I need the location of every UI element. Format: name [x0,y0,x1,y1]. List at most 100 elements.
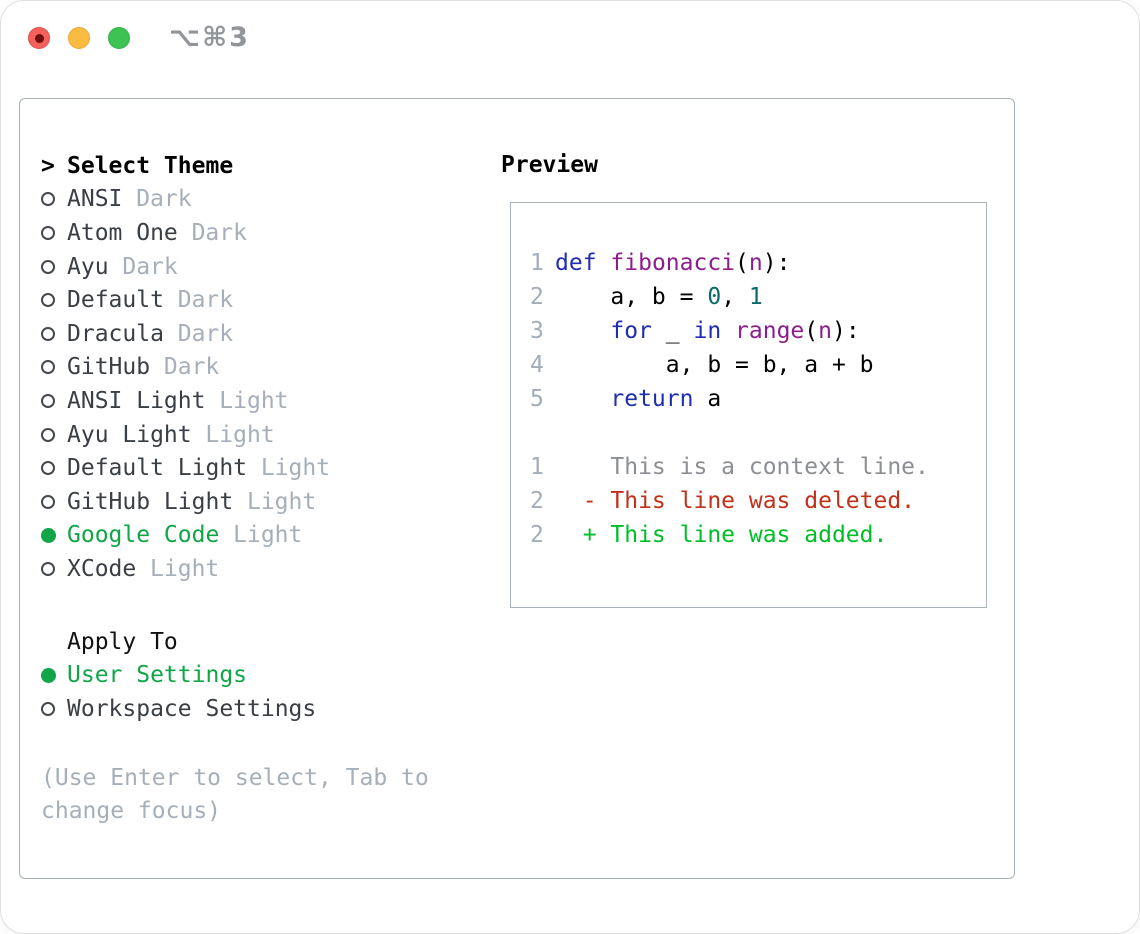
radio-gutter [41,561,67,576]
theme-variant: Light [205,421,275,448]
diff-line: 1 This is a context line. [530,450,986,484]
theme-variant: Dark [163,354,220,381]
maximize-button[interactable] [108,27,130,49]
radio-gutter [41,225,67,240]
diff-line: 2 + This line was added. [530,518,986,552]
radio-gutter [41,527,67,543]
code-text: a, b = b, a + b [555,352,874,378]
apply-to-option[interactable]: User Settings [41,658,481,692]
line-number: 1 [530,454,544,480]
diff-sample: 1 This is a context line.2 - This line w… [530,450,986,552]
radio-circle-icon [41,494,55,509]
line-number: 2 [530,284,544,310]
radio-circle-icon [41,360,55,375]
theme-name: Ayu [67,253,109,280]
select-theme-heading: > Select Theme [41,149,481,183]
theme-option[interactable]: Default Dark [41,283,481,317]
code-line: 1 def fibonacci(n): [530,246,986,280]
theme-name: Dracula [67,320,164,347]
radio-circle-icon [41,293,55,308]
radio-circle-icon [41,393,55,408]
radio-circle-icon [41,427,55,442]
apply-option-name: User Settings [67,662,248,689]
diff-line: 2 - This line was deleted. [530,484,986,518]
cursor-caret: > [41,152,55,179]
theme-variant: Light [233,522,303,549]
theme-name: Google Code [67,522,220,549]
radio-gutter [41,667,67,683]
help-line-2: change focus) [41,798,222,825]
code-text: def fibonacci(n): [555,250,791,276]
select-theme-label: Select Theme [67,152,234,179]
apply-to-heading: Apply To [41,625,481,659]
radio-gutter [41,494,67,509]
theme-variant: Light [260,455,331,482]
radio-circle-icon [41,192,55,207]
apply-to-option[interactable]: Workspace Settings [41,692,481,726]
diff-text: + This line was added. [555,522,888,548]
preview-box: 1 def fibonacci(n): 2 a, b = 0, 1 3 for _ i… [510,202,987,608]
code-text: a, b = 0, 1 [555,284,763,310]
code-line: 3 for _ in range(n): [530,314,986,348]
radio-circle-icon [41,461,55,476]
line-number: 5 [530,386,544,412]
code-text: return a [610,386,722,412]
theme-option[interactable]: Google Code Light [41,519,481,553]
radio-gutter [41,701,67,716]
selected-radio-icon [41,667,56,683]
radio-circle-icon [41,259,55,274]
theme-variant: Dark [177,287,234,314]
radio-circle-icon [41,561,55,576]
apply-option-name: Workspace Settings [67,695,317,722]
help-line-1: (Use Enter to select, Tab to [41,764,429,791]
line-number: 2 [530,488,544,514]
apply-to-label: Apply To [67,628,178,655]
theme-option[interactable]: GitHub Light Light [41,485,481,519]
line-number: 4 [530,352,544,378]
minimize-button[interactable] [68,27,90,49]
diff-text: - This line was deleted. [555,488,916,514]
radio-circle-icon [41,326,55,341]
theme-option[interactable]: Ayu Light Light [41,418,481,452]
radio-gutter [41,461,67,476]
theme-variant: Light [219,387,289,414]
radio-gutter [41,326,67,341]
theme-option[interactable]: Default Light Light [41,451,481,485]
line-number: 2 [530,522,544,548]
theme-name: GitHub Light [67,488,234,515]
theme-variant: Light [246,488,317,515]
theme-name: Default [67,287,164,314]
theme-option[interactable]: ANSI Light Light [41,384,481,418]
theme-name: Ayu Light [67,421,192,448]
theme-option[interactable]: Atom One Dark [41,216,481,250]
window-title-shortcut: ⌥⌘3 [169,22,250,53]
radio-gutter [41,360,67,375]
theme-name: XCode [67,555,137,582]
theme-variant: Dark [191,219,247,246]
radio-gutter [41,293,67,308]
code-line: 4 a, b = b, a + b [530,348,986,382]
theme-variant: Light [150,555,220,582]
theme-variant: Dark [122,253,178,280]
code-line: 5 return a [530,382,986,416]
theme-option[interactable]: Ayu Dark [41,250,481,284]
close-button[interactable] [28,27,50,49]
code-text: for _ in range(n): [610,318,860,344]
theme-name: ANSI Light [67,387,206,414]
theme-name: Default Light [67,455,248,482]
unsaved-changes-dot-icon [34,33,44,43]
theme-name: Atom One [67,219,178,246]
theme-option[interactable]: XCode Light [41,552,481,586]
radio-gutter [41,393,67,408]
line-number: 1 [530,250,544,276]
radio-gutter [41,427,67,442]
radio-gutter [41,259,67,274]
radio-circle-icon [41,701,55,716]
